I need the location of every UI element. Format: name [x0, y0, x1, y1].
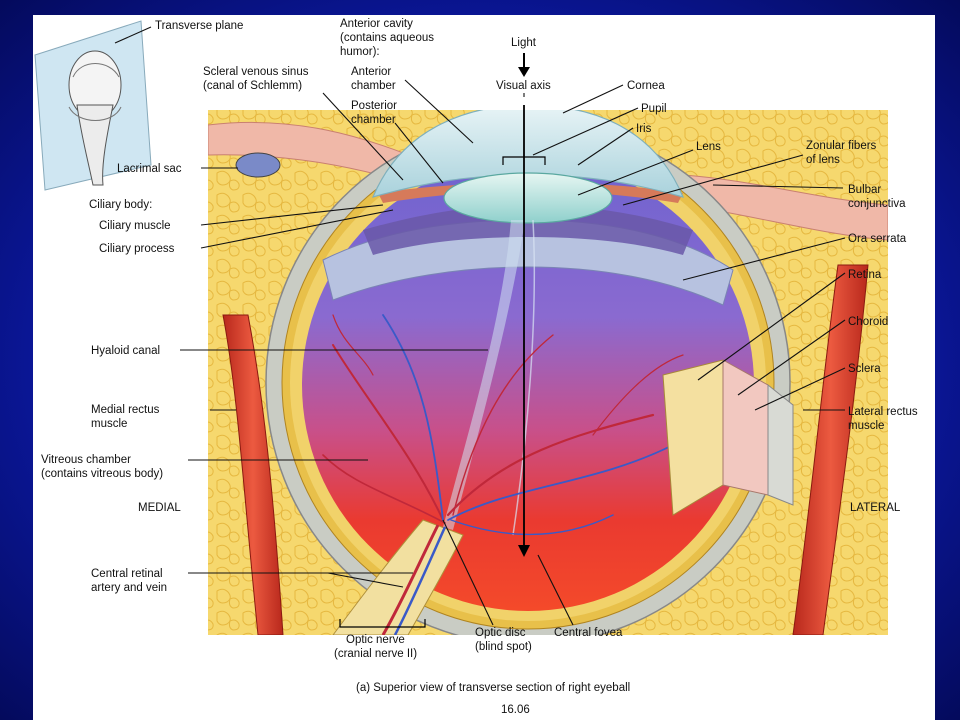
label-lateral-rectus-1: Lateral rectus [848, 406, 918, 418]
label-vitreous-chamber-1: Vitreous chamber [41, 454, 131, 466]
label-pupil: Pupil [641, 103, 667, 115]
label-anterior-chamber-1: Anterior [351, 66, 391, 78]
label-ora-serrata: Ora serrata [848, 233, 907, 245]
label-medial-rectus-2: muscle [91, 418, 127, 430]
label-optic-nerve-1: Optic nerve [346, 634, 405, 646]
label-vitreous-chamber-2: (contains vitreous body) [41, 468, 163, 480]
label-medial: MEDIAL [138, 502, 181, 514]
label-posterior-chamber-1: Posterior [351, 100, 397, 112]
label-medial-rectus-1: Medial rectus [91, 404, 160, 416]
transverse-plane-inset [34, 20, 152, 191]
lens [443, 172, 613, 224]
label-zonular-fibers-1: Zonular fibers [806, 140, 877, 152]
label-anterior-cavity-1: Anterior cavity [340, 18, 413, 30]
figure-caption: (a) Superior view of transverse section … [356, 682, 630, 694]
figure-panel: Transverse plane Anterior cavity (contai… [33, 15, 935, 720]
label-lateral: LATERAL [850, 502, 901, 514]
label-posterior-chamber-2: chamber [351, 114, 396, 126]
retinal-vessels [322, 314, 684, 536]
lacrimal-sac [235, 152, 281, 178]
label-bulbar-conjunctiva-2: conjunctiva [848, 198, 906, 210]
label-anterior-cavity-2: (contains aqueous [340, 32, 434, 44]
label-light: Light [511, 37, 537, 49]
label-scleral-venous-sinus-1: Scleral venous sinus [203, 66, 309, 78]
label-central-retinal-2: artery and vein [91, 582, 167, 594]
label-bulbar-conjunctiva-1: Bulbar [848, 184, 881, 196]
medial-rectus-muscle [222, 314, 284, 635]
label-lens: Lens [696, 141, 721, 153]
label-anterior-chamber-2: chamber [351, 80, 396, 92]
optic-nerve [332, 519, 464, 635]
label-scleral-venous-sinus-2: (canal of Schlemm) [203, 80, 302, 92]
label-optic-disc-2: (blind spot) [475, 641, 532, 653]
label-zonular-fibers-2: of lens [806, 154, 840, 166]
label-ciliary-process: Ciliary process [99, 243, 175, 255]
label-sclera: Sclera [848, 363, 881, 375]
lateral-eyelid [682, 174, 888, 241]
sclera-cutaway [767, 383, 794, 506]
label-ciliary-muscle: Ciliary muscle [99, 220, 171, 232]
label-cornea: Cornea [627, 80, 665, 92]
leader-lines [114, 26, 846, 626]
label-optic-disc-1: Optic disc [475, 627, 526, 639]
label-retina: Retina [848, 269, 882, 281]
label-central-retinal-1: Central retinal [91, 568, 163, 580]
ciliary-processes [363, 205, 693, 255]
figure-number: 16.06 [501, 704, 530, 716]
anatomy-drawing [208, 110, 888, 635]
eyeball-diagram: Transverse plane Anterior cavity (contai… [34, 18, 918, 716]
label-iris: Iris [636, 123, 652, 135]
label-optic-nerve-2: (cranial nerve II) [334, 648, 417, 660]
label-ciliary-body: Ciliary body: [89, 199, 152, 211]
label-choroid: Choroid [848, 316, 888, 328]
label-central-fovea: Central fovea [554, 627, 623, 639]
label-lateral-rectus-2: muscle [848, 420, 884, 432]
label-transverse-plane: Transverse plane [155, 20, 243, 32]
hyaloid-canal [443, 220, 525, 530]
label-lacrimal-sac: Lacrimal sac [117, 163, 182, 175]
label-hyaloid-canal: Hyaloid canal [91, 345, 160, 357]
label-visual-axis: Visual axis [496, 80, 551, 92]
lateral-rectus-muscle [792, 264, 869, 635]
label-anterior-cavity-3: humor): [340, 46, 380, 58]
